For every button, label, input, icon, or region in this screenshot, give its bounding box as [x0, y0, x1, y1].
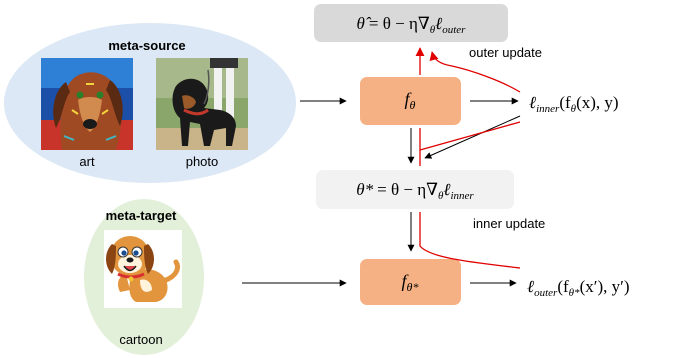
source-model-label: fθ — [405, 89, 416, 112]
inner-update-red-path — [419, 121, 521, 166]
inner-loss-expression: ℓinner(fθ(x), y) — [529, 93, 619, 115]
target-model-label: fθ* — [402, 271, 419, 294]
cartoon-caption: cartoon — [119, 332, 162, 347]
outer-loss-expression: ℓouter(fθ*(x′), y′) — [527, 277, 629, 299]
outer-update-box — [314, 4, 508, 42]
inner-update-label: inner update — [473, 216, 545, 231]
outer-loss-red-path — [419, 212, 521, 269]
inner-update-equation: θ*= θ − η∇θℓinner — [356, 180, 474, 202]
art-caption: art — [79, 154, 95, 169]
rottweiler-photo-icon — [156, 58, 248, 150]
cartoon-dog-icon — [104, 230, 182, 308]
photo-caption: photo — [186, 154, 219, 169]
meta-target-title: meta-target — [106, 208, 177, 223]
inner-update-box — [316, 170, 514, 209]
source-model-box — [360, 77, 461, 125]
meta-source-title: meta-source — [108, 38, 185, 53]
outer-update-label: outer update — [469, 45, 542, 60]
target-model-box — [360, 259, 461, 305]
inner-loss-to-outer-red-path — [429, 51, 521, 93]
art-dog-painting-icon — [41, 58, 133, 150]
inner-loss-to-update-arrow — [424, 115, 521, 159]
outer-update-equation: θ̂= θ − η∇θℓouter — [357, 14, 467, 36]
